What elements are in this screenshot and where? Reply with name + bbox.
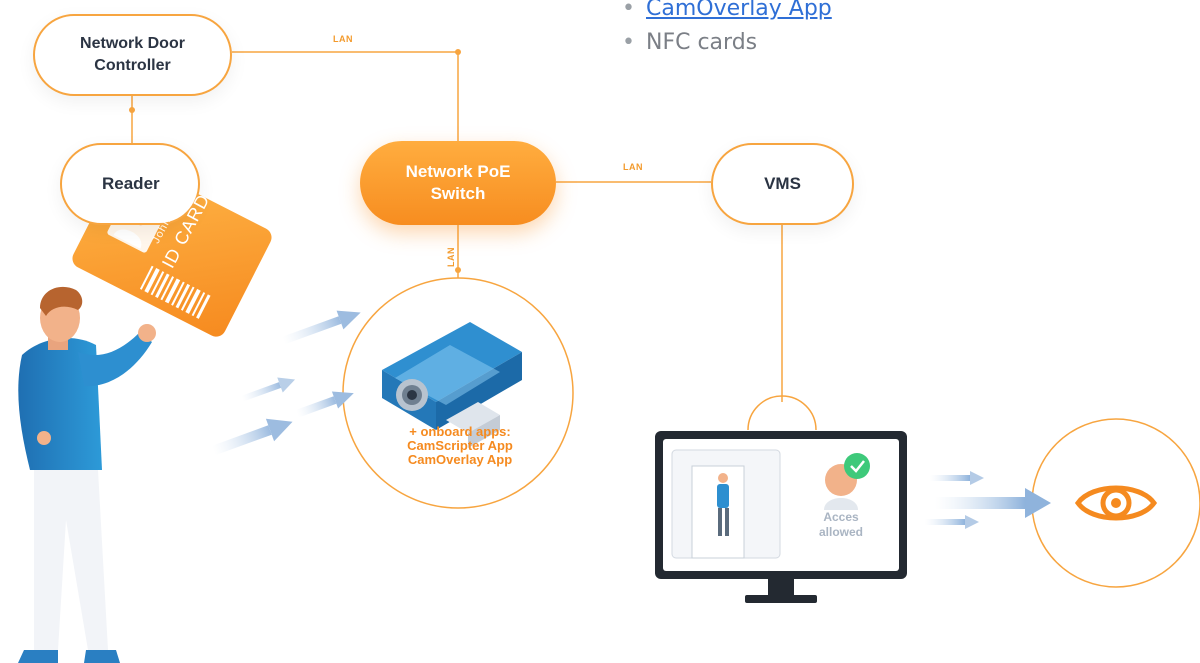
camera-icon [382,322,522,448]
vms-label: VMS [764,174,801,193]
feature-item: NFC cards [620,26,832,60]
feature-item[interactable]: CamOverlay App [620,0,832,26]
lan-label-vertical: LAN [446,247,456,267]
status-line1: Acces [823,510,859,524]
controller-label-line1: Network Door [80,35,185,52]
nfc-cards-text: NFC cards [646,30,758,55]
motion-arrows-camera [211,310,361,456]
feature-list: CamOverlay App NFC cards [620,0,832,60]
arrow-icon [211,418,293,456]
arrow-icon [282,310,361,345]
check-icon [844,453,870,479]
monitor [655,431,907,603]
person-illustration [18,286,156,663]
network-door-controller-node: Network Door Controller [33,14,232,96]
apps-line2: CamScripter App [407,438,513,453]
arrow-icon [925,515,979,529]
camoverlay-link[interactable]: CamOverlay App [646,0,832,21]
lan-label-top: LAN [333,34,353,44]
lan-label-right: LAN [623,162,643,172]
eye-icon [1074,485,1158,521]
connector-dots [129,49,461,273]
arrow-icon [935,488,1051,518]
arrow-icon [930,471,984,485]
controller-label-line2: Controller [94,57,171,74]
apps-line3: CamOverlay App [407,452,513,467]
arrow-icon [296,391,354,418]
onboard-apps-text: + onboard apps: CamScripter App CamOverl… [370,425,550,467]
arrow-icon [241,377,296,402]
status-line2: allowed [818,525,863,539]
switch-label-line1: Network PoE [405,162,511,181]
switch-label-line2: Switch [430,184,486,203]
line-controller-to-switch [232,51,459,141]
monitor-arc [747,395,817,431]
reader-node: Reader [60,143,200,225]
access-status-text: Acces allowed [791,510,891,540]
vms-node: VMS [711,143,854,225]
reader-label: Reader [102,174,160,193]
motion-arrows-eye [925,471,1051,529]
network-poe-switch-node: Network PoE Switch [360,141,556,225]
apps-line1: + onboard apps: [409,424,511,439]
